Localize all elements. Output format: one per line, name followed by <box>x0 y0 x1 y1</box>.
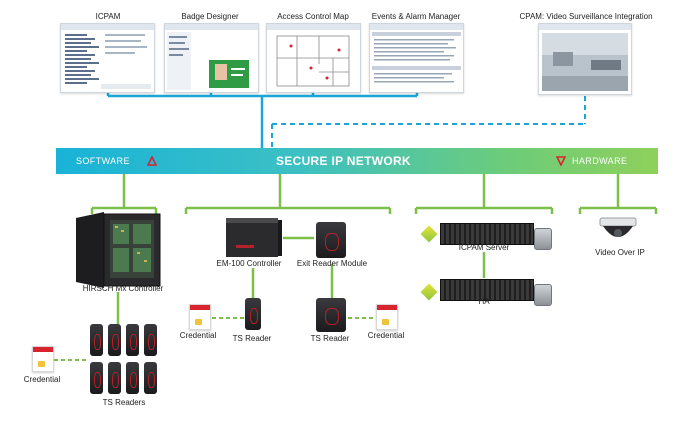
hirsch-controller-label: HIRSCH Mx Controller <box>82 284 164 293</box>
events-label: Events & Alarm Manager <box>371 12 461 21</box>
icpam-label: ICPAM <box>95 12 121 21</box>
down-triangle-icon <box>556 156 566 166</box>
software-label: SOFTWARE <box>76 156 130 166</box>
secure-ip-network-bar <box>56 148 658 174</box>
database-icon <box>534 228 552 250</box>
access-map-label: Access Control Map <box>277 12 349 21</box>
exit-reader-module[interactable] <box>316 222 346 258</box>
ts-reader[interactable] <box>126 324 139 356</box>
ts-readers-label: TS Readers <box>102 398 146 407</box>
em100-controller-icon[interactable] <box>226 218 282 258</box>
badge-designer-label: Badge Designer <box>181 12 239 21</box>
ha-label: HA <box>478 297 490 306</box>
credential-label-mid: Credential <box>179 331 217 340</box>
ts-reader-a[interactable] <box>245 298 261 330</box>
ts-reader-b[interactable] <box>316 298 346 332</box>
ha-server-icon[interactable] <box>440 279 534 301</box>
events-screenshot[interactable] <box>369 23 464 93</box>
hirsch-controller-icon[interactable] <box>74 212 164 288</box>
cpam-video-label: CPAM: Video Surveillance Integration <box>519 12 653 21</box>
exit-reader-label: Exit Reader Module <box>296 259 368 268</box>
ts-reader-a-label: TS Reader <box>232 334 272 343</box>
events-thumb-icon <box>370 24 463 83</box>
hardware-label: HARDWARE <box>572 156 628 166</box>
up-triangle-icon <box>147 156 157 166</box>
icpam-server-icon[interactable] <box>440 223 534 245</box>
network-title: SECURE IP NETWORK <box>276 154 411 168</box>
ts-reader[interactable] <box>108 324 121 356</box>
video-thumb-icon <box>539 24 631 91</box>
ts-reader[interactable] <box>126 362 139 394</box>
cpam-video-screenshot[interactable] <box>538 23 632 95</box>
access-map-screenshot[interactable] <box>266 23 361 93</box>
credential-card-left[interactable] <box>32 346 54 372</box>
credential-card-right[interactable] <box>376 304 398 330</box>
badge-thumb-icon <box>165 24 258 90</box>
ts-reader-b-label: TS Reader <box>310 334 350 343</box>
ts-reader[interactable] <box>90 324 103 356</box>
video-over-ip-label: Video Over IP <box>595 248 645 257</box>
ts-reader[interactable] <box>108 362 121 394</box>
icpam-server-label: ICPAM Server <box>458 243 510 252</box>
credential-card-mid[interactable] <box>189 304 211 330</box>
credential-label-left: Credential <box>23 375 61 384</box>
ts-reader[interactable] <box>144 324 157 356</box>
database-icon <box>534 284 552 306</box>
floorplan-thumb-icon <box>267 24 360 87</box>
credential-label-right: Credential <box>367 331 405 340</box>
icpam-screenshot[interactable] <box>60 23 155 93</box>
em100-controller-label: EM-100 Controller <box>216 259 282 268</box>
dome-camera-icon[interactable] <box>598 216 638 246</box>
icpam-thumb-icon <box>61 24 154 89</box>
badge-designer-screenshot[interactable] <box>164 23 259 93</box>
ts-reader[interactable] <box>144 362 157 394</box>
ts-reader[interactable] <box>90 362 103 394</box>
